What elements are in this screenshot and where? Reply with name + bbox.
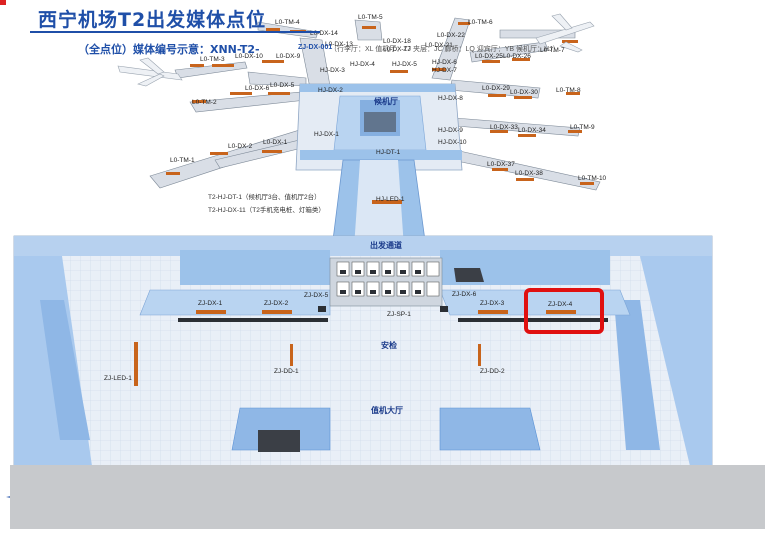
label-hj3: HJ-DX-3: [320, 67, 345, 74]
label-hjdt: HJ-DT-1: [376, 149, 401, 156]
boarding-bridges: [149, 17, 601, 191]
label-tm5: L0-TM-5: [358, 14, 383, 21]
label-hj9: HJ-DX-9: [438, 127, 463, 134]
label-dx5: L0-DX-5: [270, 82, 295, 89]
label-dx22: L0-DX-22: [437, 32, 465, 39]
corner-mark: [0, 0, 6, 5]
label-hj5: HJ-DX-5: [392, 61, 417, 68]
label-dx1: L0-DX-1: [263, 139, 288, 146]
label-zjled: ZJ-LED-1: [104, 375, 132, 382]
label-tm3: L0-TM-3: [200, 56, 225, 63]
label-dx6: L0-DX-6: [245, 85, 270, 92]
label-zj6: ZJ-DX-6: [452, 291, 477, 298]
note-line-1: T2-HJ-DT-1（候机厅3台、值机厅2台）: [208, 194, 321, 201]
label-tm7: L0-TM-7: [540, 47, 565, 54]
note-line-2: T2-HJ-DX-11（T2手机充电桩、灯箱类）: [208, 207, 325, 214]
label-tm1: L0-TM-1: [170, 157, 195, 164]
zone-checkin-hall: 值机大厅: [371, 406, 403, 415]
label-hj7: HJ-DX-7: [432, 67, 457, 74]
label-dx10: L0-DX-10: [235, 53, 263, 60]
label-dx14: L0-DX-14: [310, 30, 338, 37]
footer-title: 西宁机场T2出发媒体点位: [38, 9, 267, 31]
label-dx25: L0-DX-25: [475, 53, 503, 60]
zone-waiting-hall: 候机厅: [374, 97, 398, 106]
label-zj1: ZJ-DX-1: [198, 300, 223, 307]
label-zj5: ZJ-DX-5: [304, 292, 329, 299]
zone-departure-corridor: 出发通道: [370, 241, 402, 250]
label-dx17: L0-DX-17: [383, 46, 411, 53]
footer-divider: [30, 31, 320, 33]
label-hjled: HJ-LED-1: [376, 196, 405, 203]
label-hj6: HJ-DX-6: [432, 59, 457, 66]
label-hj2: HJ-DX-2: [318, 87, 343, 94]
label-dx26: L0-DX-26: [503, 53, 531, 60]
label-dx9: L0-DX-9: [276, 53, 301, 60]
footer-legend: （行李厅：XL 值机厅：ZJ 夹层：JC 廊桥：LQ 迎宾厅：YB 候机厅：HJ…: [330, 46, 560, 53]
label-hj8: HJ-DX-8: [438, 95, 463, 102]
label-hj10: HJ-DX-10: [438, 139, 467, 146]
label-dx33: L0-DX-33: [490, 124, 518, 131]
label-zj2: ZJ-DX-2: [264, 300, 289, 307]
footer-banner: [10, 465, 765, 529]
label-tm2: L0-TM-2: [192, 99, 217, 106]
label-dx21: L0-DX-21: [425, 42, 453, 49]
label-zjsp: ZJ-SP-1: [387, 311, 411, 318]
footer-code-example: ZJ-DX-001: [298, 44, 333, 51]
highlight-box: [524, 288, 604, 334]
security-lanes: [329, 257, 443, 307]
label-hj4: HJ-DX-4: [350, 61, 375, 68]
label-hj1: HJ-DX-1: [314, 131, 339, 138]
label-dx13: L0-DX-13: [325, 41, 353, 48]
checkin-island: [231, 407, 331, 451]
label-dx37: L0-DX-37: [487, 161, 515, 168]
label-tm6: L0-TM-6: [468, 19, 493, 26]
airplane-icon: [535, 13, 595, 53]
airplane-icon: [117, 57, 183, 87]
label-zjdd1: ZJ-DD-1: [274, 368, 299, 375]
footer-subtitle: （全点位）媒体编号示意：XNN-T2-: [78, 43, 260, 56]
label-tm8: L0-TM-8: [556, 87, 581, 94]
label-dx38: L0-DX-38: [515, 170, 543, 177]
label-tm4: L0-TM-4: [275, 19, 300, 26]
label-tm10: L0-TM-10: [578, 175, 607, 182]
label-zj3: ZJ-DX-3: [480, 300, 505, 307]
label-dx34: L0-DX-34: [518, 127, 546, 134]
label-dx29: L0-DX-29: [482, 85, 510, 92]
label-dx2: L0-DX-2: [228, 143, 253, 150]
zone-security: 安检: [381, 341, 397, 350]
label-dx18: L0-DX-18: [383, 38, 411, 45]
label-tm9: L0-TM-9: [570, 124, 595, 131]
label-dx30: L0-DX-30: [510, 89, 538, 96]
label-zjdd2: ZJ-DD-2: [480, 368, 505, 375]
label-zj4: ZJ-DX-4: [548, 301, 573, 308]
